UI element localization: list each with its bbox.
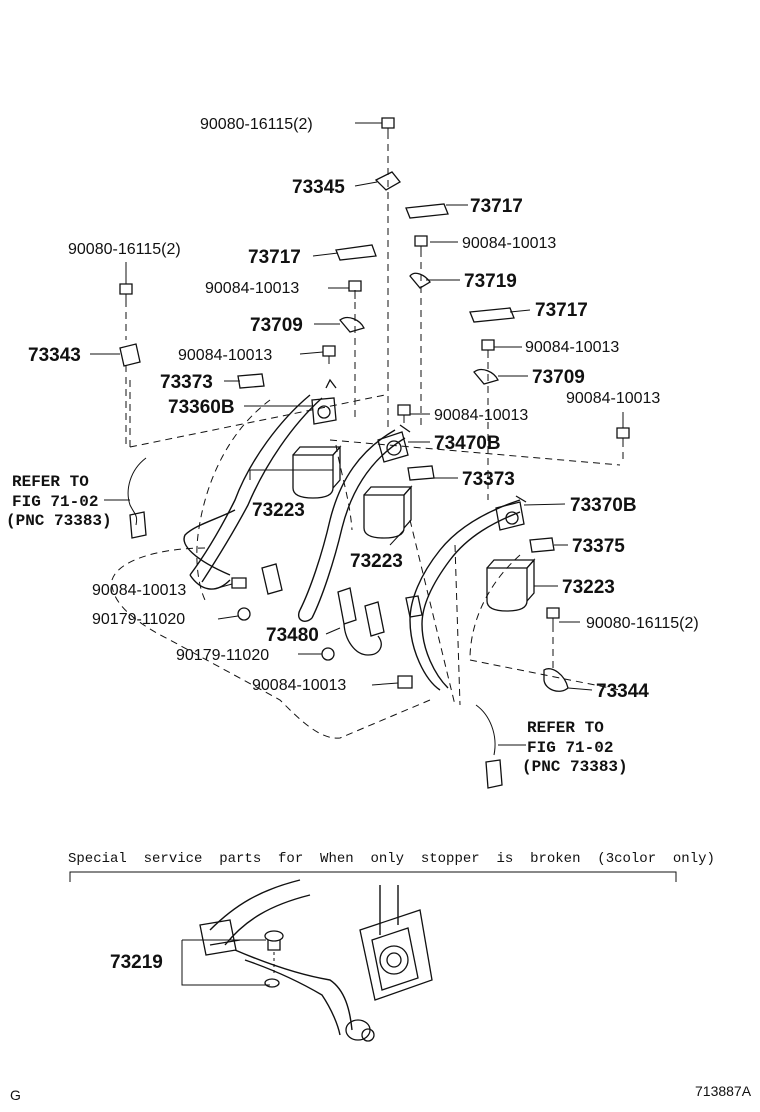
label-90084-10013-f: 90084-10013	[434, 407, 528, 424]
label-73470b: 73470B	[434, 433, 501, 454]
label-90084-10013-a: 90084-10013	[462, 235, 556, 252]
label-90080-16115-top: 90080-16115(2)	[200, 116, 313, 133]
label-73717-a: 73717	[470, 196, 523, 217]
retractor-73223-right	[486, 558, 536, 612]
left-outer-belt	[183, 394, 323, 590]
anchor-73360b	[311, 378, 337, 425]
refer-right-line2: FIG 71-02	[527, 739, 613, 757]
label-73717-b: 73717	[248, 247, 301, 268]
part-labels: 90080-16115(2) 73345 73717 90084-10013 7…	[28, 116, 699, 702]
label-73223-a: 73223	[252, 500, 305, 521]
label-73480: 73480	[266, 625, 319, 646]
center-belt	[298, 429, 406, 622]
special-service-section: Special service parts for When only stop…	[68, 851, 715, 1042]
label-73219: 73219	[110, 952, 163, 973]
right-outer-belt	[409, 499, 521, 691]
connector-right	[475, 704, 503, 789]
seat-outline	[111, 380, 621, 739]
label-90080-16115-left: 90080-16115(2)	[68, 241, 181, 258]
label-73375: 73375	[572, 536, 625, 557]
label-90084-10013-h: 90084-10013	[252, 677, 346, 694]
anchor-73370b	[495, 495, 527, 531]
label-73719: 73719	[464, 271, 517, 292]
special-service-note: Special service parts for When only stop…	[68, 851, 715, 867]
refer-right-line3: (PNC 73383)	[522, 758, 628, 776]
corner-code-right: 713887A	[695, 1083, 752, 1099]
refer-left-line2: FIG 71-02	[12, 493, 98, 511]
label-73709-a: 73709	[250, 315, 303, 336]
label-90084-10013-g: 90084-10013	[92, 582, 186, 599]
label-73709-b: 73709	[532, 367, 585, 388]
label-73373-a: 73373	[160, 372, 213, 393]
refer-left-line1: REFER TO	[12, 473, 89, 491]
refer-left: REFER TO FIG 71-02 (PNC 73383)	[6, 473, 112, 530]
small-parts	[119, 171, 569, 692]
label-90179-11020-b: 90179-11020	[176, 647, 269, 664]
retractor-73223-left	[292, 445, 342, 499]
label-73343: 73343	[28, 345, 81, 366]
label-73370b: 73370B	[570, 495, 637, 516]
label-90084-10013-d: 90084-10013	[178, 347, 272, 364]
label-90084-10013-c: 90084-10013	[525, 339, 619, 356]
label-73360b: 73360B	[168, 397, 235, 418]
label-73344: 73344	[596, 681, 649, 702]
refer-left-line3: (PNC 73383)	[6, 512, 112, 530]
buckle-73480	[261, 563, 423, 656]
label-90080-16115-right: 90080-16115(2)	[586, 615, 699, 632]
label-73373-b: 73373	[462, 469, 515, 490]
refer-right: REFER TO FIG 71-02 (PNC 73383)	[522, 719, 628, 776]
label-90179-11020-a: 90179-11020	[92, 611, 185, 628]
label-90084-10013-e: 90084-10013	[566, 390, 660, 407]
anchor-73470b	[377, 424, 411, 463]
label-90084-10013-b: 90084-10013	[205, 280, 299, 297]
corner-code-left: G	[10, 1087, 21, 1103]
label-73345: 73345	[292, 177, 345, 198]
label-73223-c: 73223	[562, 577, 615, 598]
assembly-lines	[125, 132, 624, 668]
refer-right-line1: REFER TO	[527, 719, 604, 737]
leader-lines	[90, 122, 624, 746]
bolts	[119, 117, 630, 689]
connector-left	[127, 457, 147, 539]
label-73223-b: 73223	[350, 551, 403, 572]
label-73717-c: 73717	[535, 300, 588, 321]
